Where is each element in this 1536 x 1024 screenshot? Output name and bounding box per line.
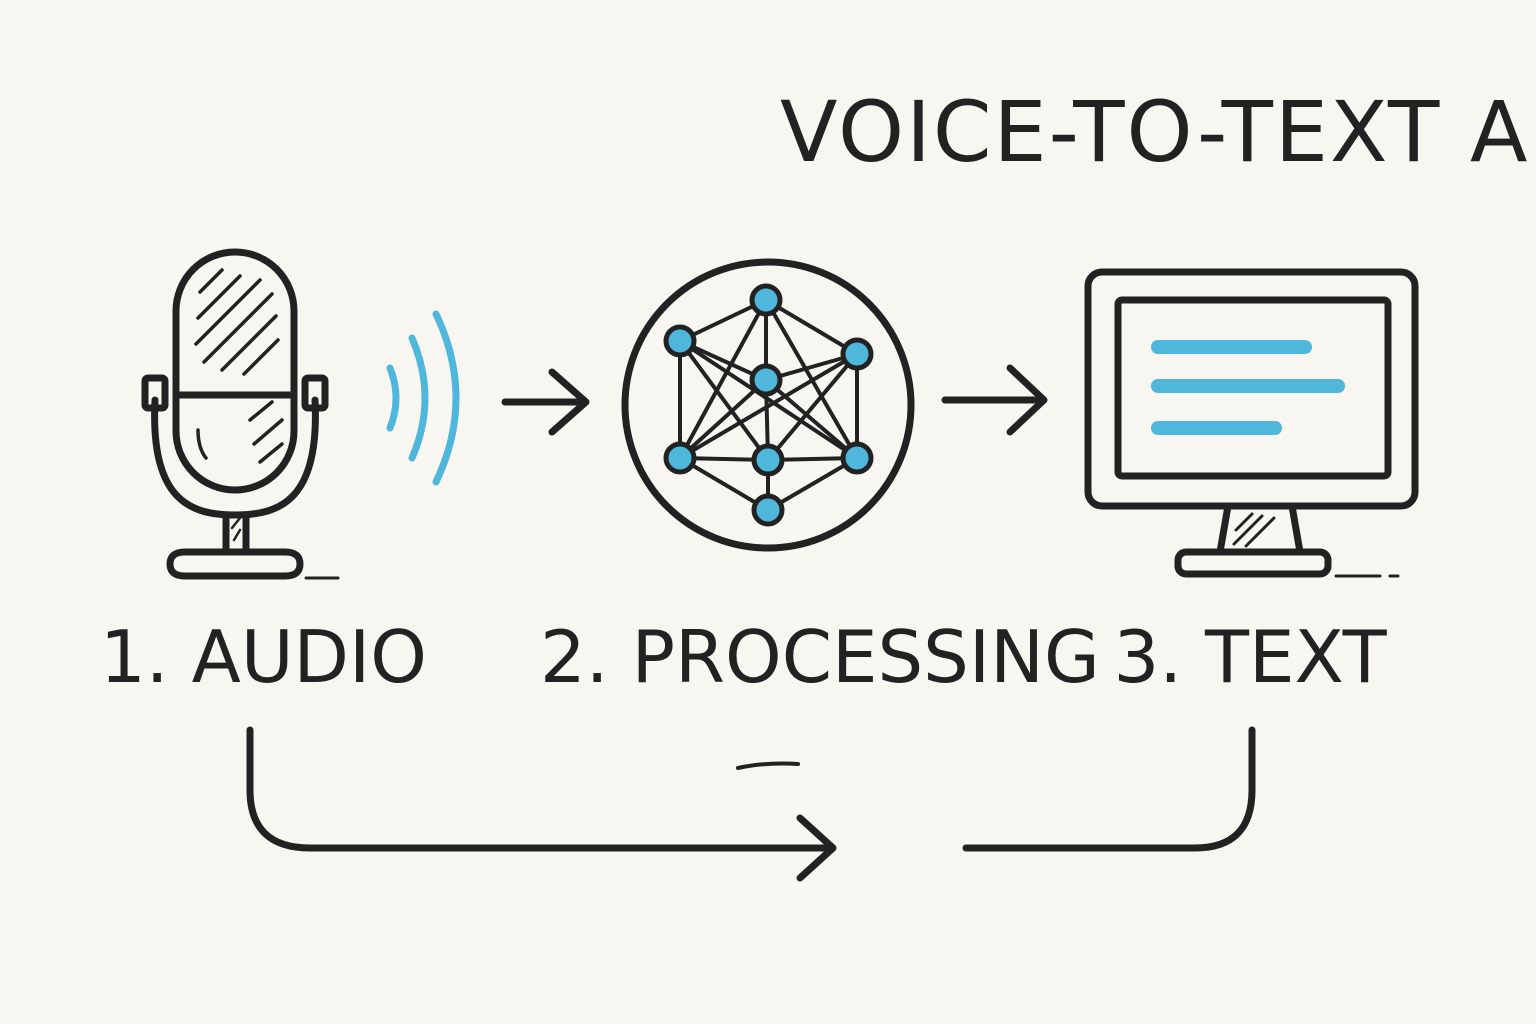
flow-connector <box>246 726 1256 882</box>
microphone-icon <box>141 248 340 580</box>
sound-waves-icon <box>386 310 460 486</box>
step-label-processing: 2. PROCESSING <box>540 615 1100 699</box>
step-label-text: 3. TEXT <box>1113 615 1387 699</box>
step-label-audio: 1. AUDIO <box>100 615 427 699</box>
arrow-right-icon <box>501 368 590 436</box>
monitor-icon <box>1084 268 1419 578</box>
text-lines-icon <box>1151 340 1345 435</box>
diagram-title: VOICE-TO-TEXT AI <box>780 83 1536 181</box>
arrow-right-icon <box>941 364 1048 436</box>
neural-network-icon <box>621 258 915 552</box>
